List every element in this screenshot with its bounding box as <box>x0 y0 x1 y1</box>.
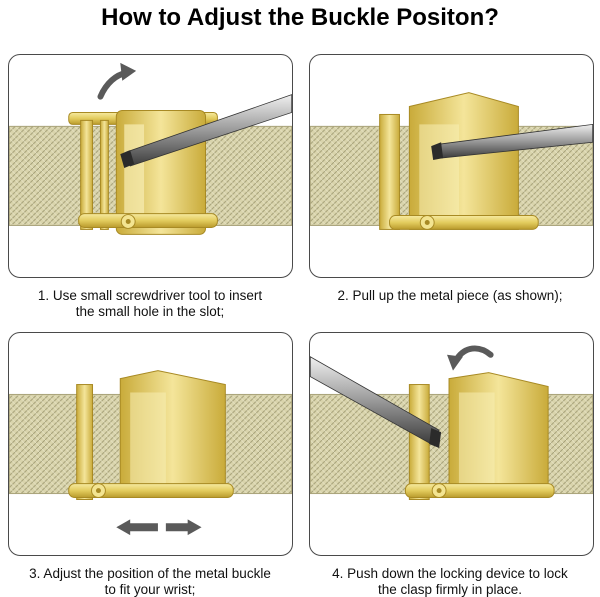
step-4-caption-line-1: 4. Push down the locking device to lock <box>332 566 568 581</box>
step-4-illustration <box>310 345 593 500</box>
buckle <box>68 370 234 500</box>
step-1-caption-line-1: 1. Use small screwdriver tool to insert <box>37 288 263 303</box>
down-curved-arrow-icon <box>447 345 494 371</box>
screwdriver-icon <box>431 123 593 161</box>
page-title: How to Adjust the Buckle Positon? <box>101 4 499 31</box>
step-2-panel <box>309 54 594 278</box>
step-3-caption-line-2: to fit your wrist; <box>104 582 196 597</box>
buckle <box>379 92 539 230</box>
step-1-caption: 1. Use small screwdriver tool to insert … <box>0 288 300 320</box>
step-1-caption-line-2: the small hole in the slot; <box>75 304 225 319</box>
step-1-illustration <box>9 62 292 235</box>
step-4-panel <box>309 332 594 556</box>
up-curved-arrow-icon <box>97 62 137 100</box>
step-1-panel <box>8 54 293 278</box>
screwdriver-icon <box>120 94 292 168</box>
screwdriver-icon <box>310 356 442 448</box>
step-2-illustration <box>310 92 593 230</box>
step-4-caption-line-2: the clasp firmly in place. <box>377 582 523 597</box>
step-3-caption-line-1: 3. Adjust the position of the metal buck… <box>29 566 271 581</box>
step-2-caption-line-1: 2. Pull up the metal piece (as shown); <box>337 288 563 303</box>
buckle <box>404 372 555 500</box>
step-4-caption: 4. Push down the locking device to lock … <box>300 566 600 597</box>
step-2-caption: 2. Pull up the metal piece (as shown); <box>300 288 600 304</box>
left-right-arrows-icon <box>116 519 202 536</box>
step-3-panel <box>8 332 293 556</box>
step-3-illustration <box>9 370 292 536</box>
step-3-caption: 3. Adjust the position of the metal buck… <box>0 566 300 597</box>
